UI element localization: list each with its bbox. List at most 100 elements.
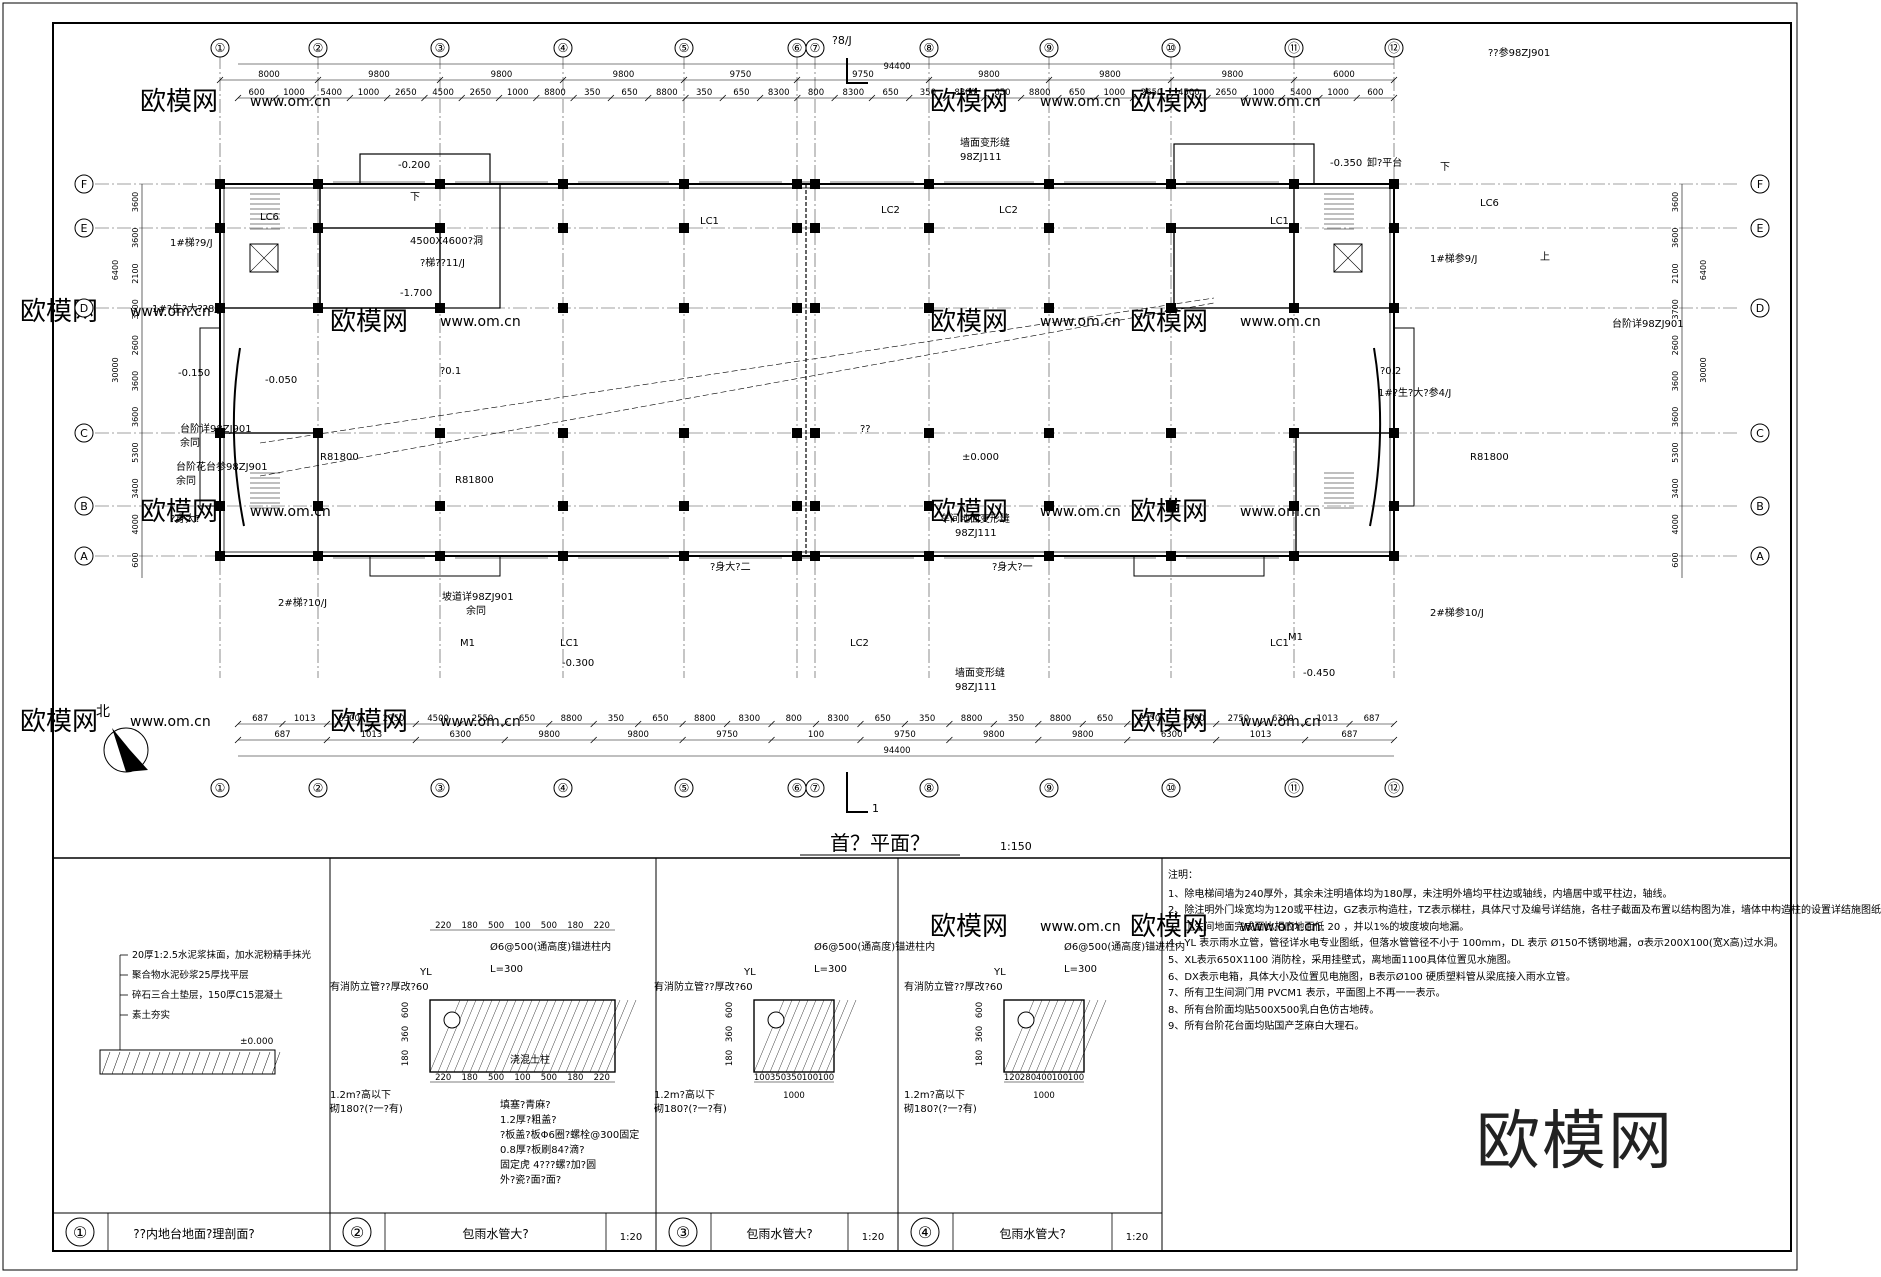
detail3-hatch (785, 999, 817, 1073)
top-dim-2-tick (1092, 94, 1099, 102)
plan-label: -0.450 (1303, 668, 1335, 679)
top-dim-2-label: 8800 (544, 88, 566, 98)
bottom-dim-2-tick (590, 736, 597, 744)
axis-bubble-right (1750, 423, 1770, 443)
structural-column (1166, 428, 1176, 438)
bottom-total-label: 94400 (883, 746, 910, 756)
detail2-hatch (605, 999, 637, 1073)
title-number: ① (73, 1223, 87, 1242)
detail4-dim-label: 400 (1036, 1073, 1052, 1083)
plan-label: 98ZJ111 (960, 152, 1002, 163)
right-side-dim-label: 3700 (1671, 299, 1680, 319)
detail2-hatch (493, 999, 525, 1073)
axis-bubble-top (210, 38, 230, 58)
left-stair-room (219, 183, 321, 309)
watermark-url: www.om.cn (1040, 919, 1121, 935)
structural-column (1044, 501, 1054, 511)
title-name: 包雨水管大? (746, 1226, 812, 1241)
axis-bubble-left (74, 496, 94, 516)
top-dim-2-label: 350 (920, 88, 936, 98)
detail4-hatch (1067, 999, 1099, 1073)
bottom-dim-2-tick (412, 736, 420, 744)
top-dim-1-label: 9750 (852, 70, 874, 80)
bottom-dim-1-label: 8800 (694, 714, 716, 724)
structural-column (792, 428, 802, 438)
detail2-note: 1.2厚?粗盖? (500, 1113, 557, 1126)
axis-bubble-bottom (430, 778, 450, 798)
top-dim-2-label: 2650 (1141, 88, 1163, 98)
axis-bubble-top (1161, 38, 1181, 58)
plan-label: 卸?平台 (1367, 156, 1402, 169)
left-side-dim-label: 3600 (131, 407, 140, 427)
axis-label-top: ② (313, 41, 324, 55)
top-dim-1-label: 9750 (730, 70, 752, 80)
bottom-dim-1-label: 350 (608, 714, 624, 724)
detail4-hatch (1027, 999, 1059, 1073)
plan-label: LC1 (560, 638, 579, 649)
top-dim-2-tick (794, 94, 801, 102)
axis-label-top: ④ (558, 41, 569, 55)
plan-title: 首？平面？ (830, 831, 930, 855)
axis-label-bottom: ⑦ (810, 781, 821, 795)
detail2-dim-label: 100 (514, 1073, 530, 1083)
top-dim-2-label: 1000 (507, 88, 529, 98)
axis-label-top: ⑫ (1388, 41, 1400, 55)
bottom-dim-1-label: 8300 (738, 714, 760, 724)
bottom-dim-1-label: 800 (786, 714, 802, 724)
detail2-hatch (469, 999, 501, 1073)
note-line: 3、卫生间地面完成面比相应地面低 20 ，并以1%的坡度坡向地漏。 (1168, 921, 1470, 933)
plan-label: 2#梯参10/J (1430, 606, 1484, 619)
detail3-length: L=300 (814, 964, 847, 975)
bottom-step-right (1133, 555, 1265, 577)
top-dim-2-label: 8800 (1029, 88, 1051, 98)
plan-label: R81800 (1470, 452, 1509, 463)
top-dim-2-label: 1000 (1104, 88, 1126, 98)
top-dim-2-label: 350 (584, 88, 600, 98)
bottom-dim-1-label: 6300 (338, 714, 360, 724)
axis-label-right: A (1756, 550, 1764, 563)
right-side-dim-label: 600 (1671, 552, 1680, 567)
top-dim-2-label: 600 (1367, 88, 1383, 98)
bottom-dim-2-tick (857, 736, 864, 744)
bottom-dim-1-label: 1013 (1316, 714, 1338, 724)
detail4-dim-label: 100 (1052, 1073, 1068, 1083)
right-stair-room (1293, 183, 1395, 309)
plan-label: 坡道详98ZJ901 (442, 590, 514, 603)
bottom-dim-1-label: 6300 (1272, 714, 1294, 724)
detail4-hatch (1043, 999, 1075, 1073)
watermark-text: 欧模网 (1130, 87, 1208, 117)
bottom-dim-1-tick (679, 720, 686, 728)
detail2-hatch (485, 999, 517, 1073)
detail3-dim-label: 350 (770, 1073, 786, 1083)
plan-label: LC1 (700, 216, 719, 227)
note-line: 5、XL表示650X1100 消防栓，采用挂壁式，离地面1100具体位置见水施图… (1168, 954, 1517, 966)
top-dim-2-tick (756, 94, 764, 102)
detail2-hatch (549, 999, 581, 1073)
axis-bubble-bottom (210, 778, 230, 798)
title-scale: 1:20 (1126, 1232, 1148, 1243)
bottom-dim-1-label: 8300 (827, 714, 849, 724)
detail4-hatch (1059, 999, 1091, 1073)
plan-label: LC2 (881, 205, 900, 216)
top-dim-2-tick (346, 94, 354, 102)
axis-bubble-bottom (674, 778, 694, 798)
plan-label: 墙面变形缝 (955, 666, 1005, 679)
axis-label-left: E (81, 222, 88, 235)
axis-label-bottom: ② (313, 781, 324, 795)
top-dim-2-tick (1278, 94, 1286, 102)
top-dim-2-tick (943, 94, 950, 102)
top-dim-1-label: 9800 (613, 70, 635, 80)
structural-column (679, 303, 689, 313)
floor-hatch (131, 1051, 141, 1075)
plan-label: M1 (460, 638, 475, 649)
bottom-dim-1-label: 350 (1008, 714, 1024, 724)
axis-bubble-top (430, 38, 450, 58)
bottom-dim-1-tick (412, 720, 420, 728)
axis-label-bottom: ③ (435, 781, 446, 795)
right-side-dim-label: 2600 (1671, 335, 1680, 355)
structural-column (792, 223, 802, 233)
top-dim-2-tick (719, 94, 727, 102)
bottom-dim-1-label: 8800 (561, 714, 583, 724)
plan-label: 余同 (176, 474, 196, 487)
bottom-dim-2-label: 6300 (1161, 730, 1183, 740)
